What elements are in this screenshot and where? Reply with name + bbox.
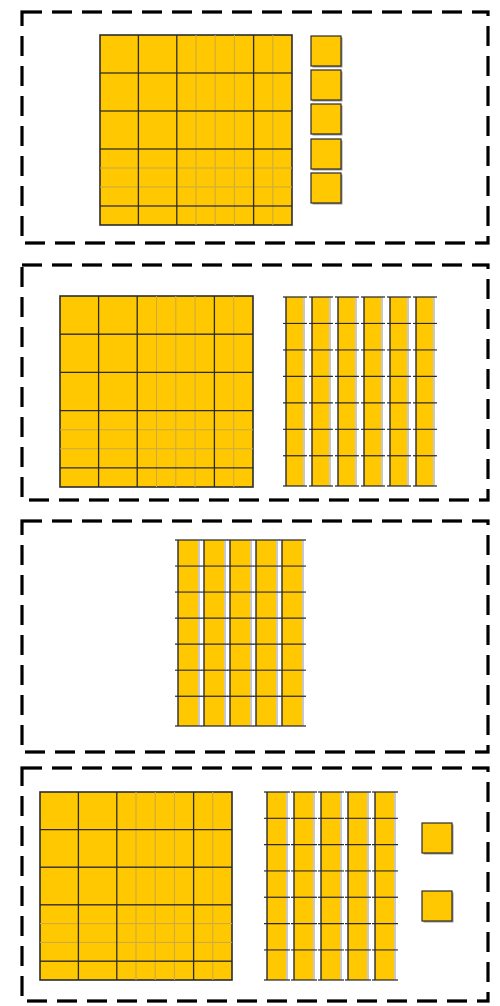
one-cube (422, 823, 454, 855)
ten-rod (318, 792, 344, 980)
ten-rod (361, 297, 385, 486)
ten-rod (372, 792, 398, 980)
one-cube (311, 36, 343, 68)
ten-rod (253, 540, 280, 726)
ten-rod (413, 297, 437, 486)
panel-3 (22, 521, 488, 752)
ten-rod (291, 792, 317, 980)
ten-rod (201, 540, 228, 726)
ten-rod (387, 297, 411, 486)
one-cube (311, 70, 343, 102)
hundred-flat (60, 296, 253, 487)
one-cube (311, 173, 343, 205)
panel-3-border (22, 521, 488, 752)
one-cube (311, 104, 343, 136)
one-cube (422, 891, 454, 923)
ten-rod (345, 792, 371, 980)
panel-1 (22, 12, 488, 243)
hundred-flat (100, 35, 292, 225)
one-cube (311, 139, 343, 171)
ten-rod (175, 540, 202, 726)
ten-rod (335, 297, 359, 486)
ten-rod (264, 792, 290, 980)
panel-2 (22, 265, 488, 500)
ten-rod (279, 540, 306, 726)
ten-rod (227, 540, 254, 726)
ten-rod (309, 297, 333, 486)
ten-rod (283, 297, 307, 486)
panel-4 (22, 768, 488, 1001)
hundred-flat (40, 792, 232, 980)
